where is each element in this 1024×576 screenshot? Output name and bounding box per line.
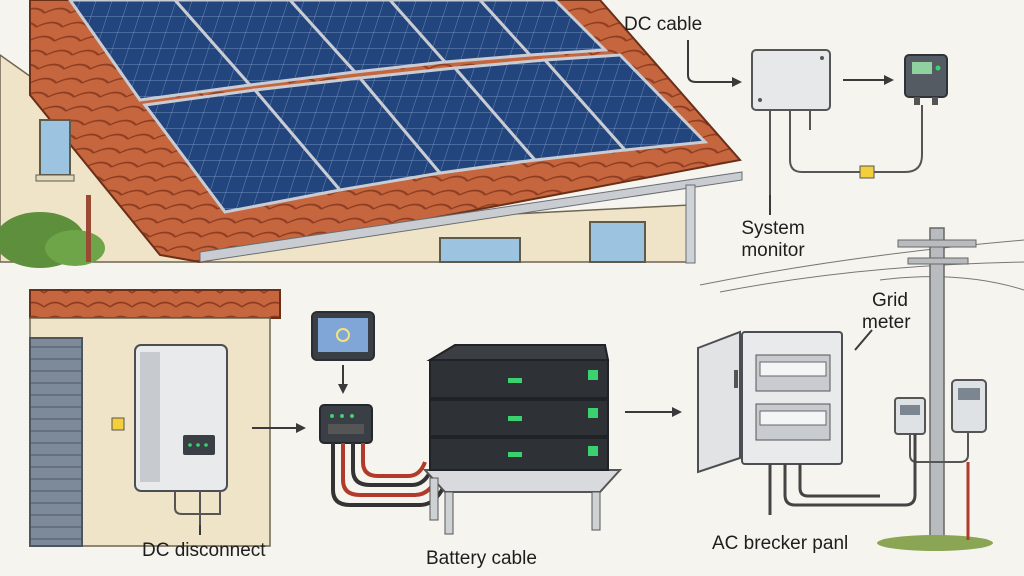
grid-meter-label-line2: meter [862,311,911,333]
grid-meter [951,379,987,433]
grid-meter-label: Grid meter [862,290,911,334]
solar-panel [477,0,609,57]
monitor-meter [904,54,948,98]
lower-roof [29,289,281,319]
battery-module [426,344,610,399]
downpipe [685,184,696,264]
battery-stand [422,469,623,493]
system-monitor-label-line2: monitor [741,239,805,261]
system-monitor-box [751,49,831,111]
ac-breaker-panel [741,331,843,465]
window-left [39,119,71,176]
ac-breaker-panel-label: AC brecker panl [712,533,849,554]
gutter [199,171,743,263]
warning-sticker [111,417,125,431]
post [86,195,91,262]
ground-patch [877,535,993,551]
warning-tag [859,165,875,179]
dc-disconnect-label: DC disconnect [142,540,266,561]
grid-meter-small [894,397,926,435]
dc-cable-label: DC cable [624,14,703,35]
system-monitor-label-line1: System [741,218,805,239]
breaker-panel-door [697,330,741,474]
grid-meter-label-line1: Grid [872,290,908,311]
solar-panel [541,53,709,152]
battery-module [429,437,609,471]
window-right [589,221,646,263]
window-mid [439,237,521,263]
top-right-devices [687,40,948,195]
grid-section [697,227,1024,551]
battery-module [429,399,609,437]
system-monitor-label: System monitor [718,218,828,262]
battery-cable-label: Battery cable [426,548,537,569]
house-bottom [29,289,306,547]
battery-section [311,311,682,535]
solar-panels [68,0,709,214]
dc-cable-arrow [687,40,738,83]
garage-door [29,337,83,547]
utility-pole [929,227,945,541]
